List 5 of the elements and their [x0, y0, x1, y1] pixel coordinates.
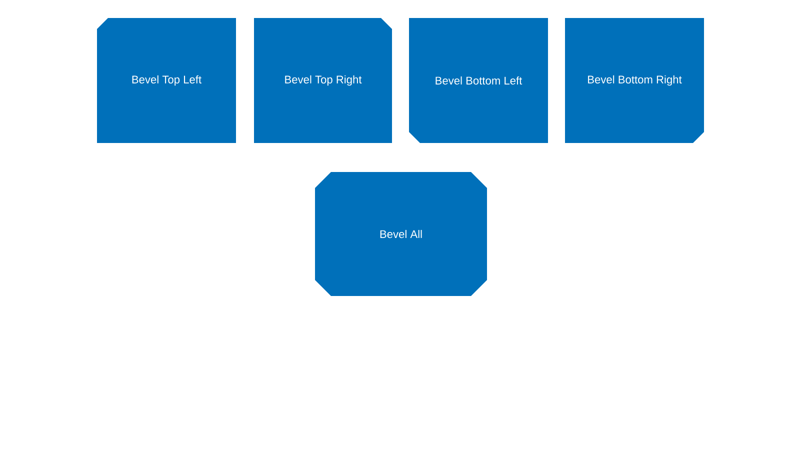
bevel-box: Bevel Bottom Left: [409, 18, 548, 143]
bevel-box: Bevel Top Left: [97, 18, 236, 143]
bevel-box: Bevel Bottom Right: [565, 18, 704, 143]
bevel-box: Bevel Top Right: [254, 18, 392, 143]
bevel-box: Bevel All: [315, 172, 487, 296]
